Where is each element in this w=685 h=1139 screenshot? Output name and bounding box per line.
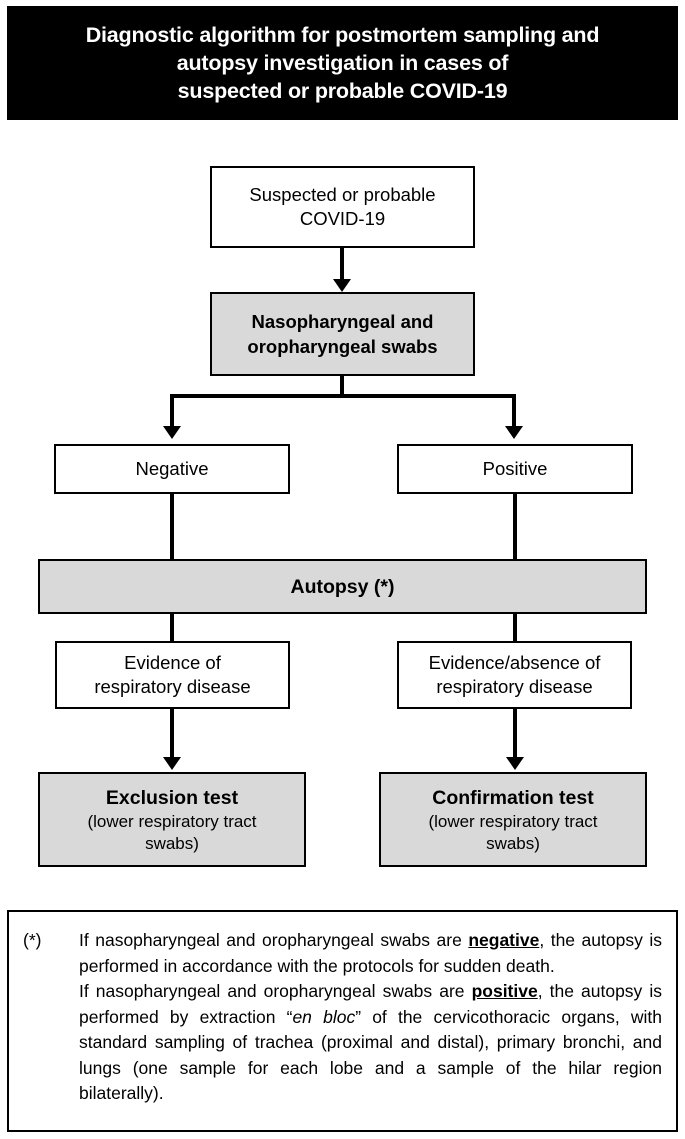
node-negative: Negative [54, 444, 290, 494]
node-line-1: Autopsy (*) [290, 575, 395, 598]
footnote-panel: (*) If nasopharyngeal and oropharyngeal … [7, 910, 678, 1132]
title-line-1: Diagnostic algorithm for postmortem samp… [85, 23, 600, 47]
node-evidence-of-respiratory-disease: Evidence of respiratory disease [55, 641, 290, 709]
node-line-1: Suspected or probable [249, 184, 436, 205]
edge-autopsy-to-evidence-left [170, 613, 174, 642]
edge-swabs-to-positive [512, 394, 516, 428]
footnote-p1-text-b: , the autopsy is performed in accordance… [79, 930, 662, 976]
edge-negative-to-autopsy [170, 494, 174, 560]
arrowhead-swabs-to-positive [505, 426, 523, 439]
node-line-1: Positive [482, 458, 548, 479]
node-line-1: Evidence/absence of [428, 652, 601, 673]
arrowhead-suspected-to-swabs [333, 279, 351, 292]
edge-swabs-to-negative [170, 394, 174, 428]
node-suspected-or-probable-covid19: Suspected or probable COVID-19 [210, 166, 475, 248]
node-line-1: Confirmation test [432, 786, 594, 809]
node-positive: Positive [397, 444, 633, 494]
node-line-2: respiratory disease [436, 676, 593, 697]
title-line-3: suspected or probable COVID-19 [177, 79, 508, 103]
footnote-p2-text-a: If nasopharyngeal and oropharyngeal swab… [79, 981, 472, 1001]
arrowhead-evidence-right-to-confirmation [506, 757, 524, 770]
edge-swabs-bus [170, 394, 516, 398]
footnote-p2-text-c: ” of the cervicothoracic organs, with st… [79, 1006, 662, 1104]
node-evidence-absence-of-respiratory-disease: Evidence/absence of respiratory disease [397, 641, 632, 709]
node-line-1: Negative [135, 458, 209, 479]
node-line-2: (lower respiratory tract [428, 811, 598, 831]
edge-suspected-to-swabs [340, 248, 344, 281]
node-line-3: swabs) [145, 833, 199, 853]
edge-evidence-left-to-exclusion [170, 709, 174, 759]
page-title: Diagnostic algorithm for postmortem samp… [33, 21, 653, 105]
node-line-2: COVID-19 [299, 208, 386, 229]
arrowhead-evidence-left-to-exclusion [163, 757, 181, 770]
node-line-3: swabs) [486, 833, 540, 853]
footnote-p2-italic: en bloc [292, 1006, 356, 1027]
edge-swabs-stem [340, 376, 344, 398]
footnote-p1-text-a: If nasopharyngeal and oropharyngeal swab… [79, 930, 469, 950]
arrowhead-swabs-to-negative [163, 426, 181, 439]
node-confirmation-test: Confirmation test (lower respiratory tra… [379, 772, 647, 867]
node-line-2: (lower respiratory tract [87, 811, 257, 831]
node-nasopharyngeal-oropharyngeal-swabs: Nasopharyngeal and oropharyngeal swabs [210, 292, 475, 376]
footnote-p2-text-b: , the autopsy is performed by extraction… [79, 981, 662, 1027]
footnote-p1-emphasis: negative [468, 930, 540, 950]
footnote-paragraph-2: If nasopharyngeal and oropharyngeal swab… [79, 979, 662, 1132]
edge-autopsy-to-evidence-right [513, 613, 517, 642]
node-autopsy: Autopsy (*) [38, 559, 647, 614]
node-line-1: Evidence of [124, 652, 221, 673]
node-line-2: oropharyngeal swabs [247, 336, 438, 357]
title-banner: Diagnostic algorithm for postmortem samp… [7, 6, 678, 120]
edge-positive-to-autopsy [513, 494, 517, 560]
node-line-2: respiratory disease [94, 676, 251, 697]
footnote-body: If nasopharyngeal and oropharyngeal swab… [79, 928, 662, 1132]
node-line-1: Exclusion test [105, 786, 239, 809]
footnote-p2-emphasis: positive [471, 981, 538, 1001]
edge-evidence-right-to-confirmation [513, 709, 517, 759]
title-line-2: autopsy investigation in cases of [176, 51, 509, 75]
footnote-paragraph-1: If nasopharyngeal and oropharyngeal swab… [79, 928, 662, 979]
node-line-1: Nasopharyngeal and [251, 311, 434, 332]
node-exclusion-test: Exclusion test (lower respiratory tract … [38, 772, 306, 867]
footnote-marker: (*) [23, 930, 42, 950]
